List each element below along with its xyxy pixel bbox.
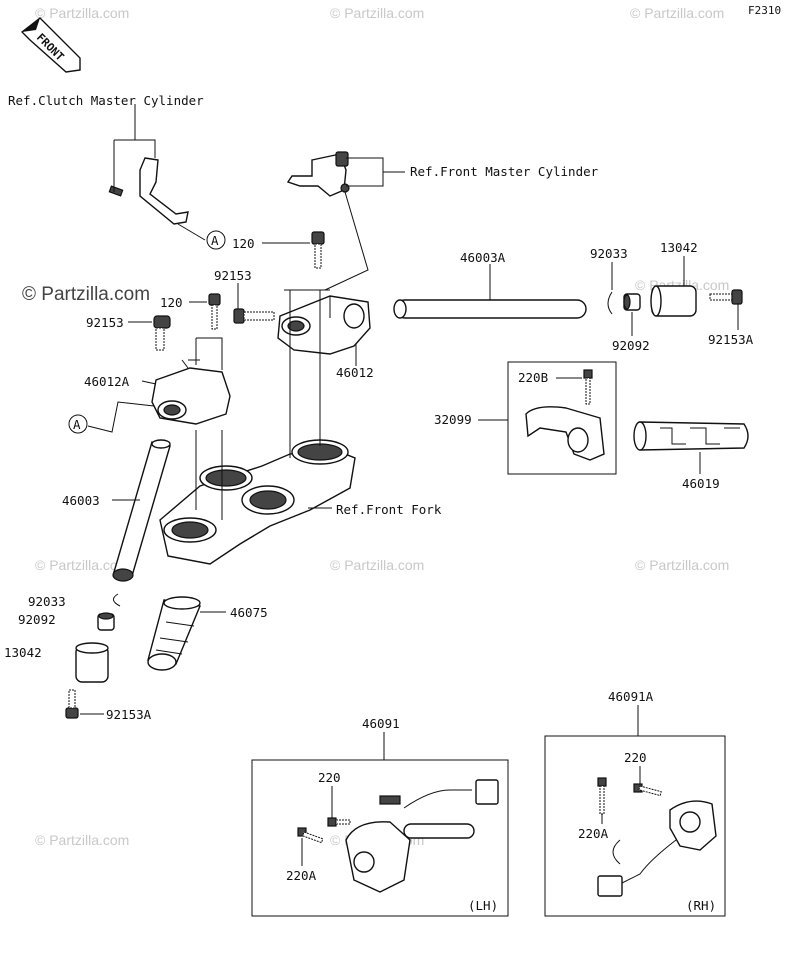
- callout-a-upper-letter: A: [211, 233, 219, 248]
- label-220-left: 220: [318, 770, 341, 785]
- label-13042-right: 13042: [660, 240, 698, 255]
- part-labels: Ref.Clutch Master Cylinder Ref.Front Mas…: [4, 93, 754, 913]
- grip-46075: [147, 596, 226, 671]
- bolt-120-top: [262, 231, 325, 269]
- label-92092-left: 92092: [18, 612, 56, 627]
- label-92092-right: 92092: [612, 338, 650, 353]
- handlebar-holder-46012: [277, 289, 371, 366]
- label-ref-front-fork: Ref.Front Fork: [336, 502, 442, 517]
- handlebar-holder-46012A: [141, 337, 231, 425]
- label-46012: 46012: [336, 365, 374, 380]
- label-220A-right: 220A: [578, 826, 609, 841]
- label-92033-left: 92033: [28, 594, 66, 609]
- front-master-bracket: [286, 151, 405, 291]
- label-220A-left: 220A: [286, 868, 317, 883]
- label-92153-b: 92153: [86, 315, 124, 330]
- switch-lh-46091: [251, 732, 509, 917]
- watermark-5: © Partzilla.com: [35, 557, 129, 573]
- circlip-92033-left: [113, 593, 121, 607]
- label-lh: (LH): [468, 898, 498, 913]
- label-220B: 220B: [518, 370, 548, 385]
- label-120-mid: 120: [160, 295, 183, 310]
- label-92153-a: 92153: [214, 268, 252, 283]
- bolt-92153-horizontal: [233, 283, 275, 324]
- weight-92092-right: [623, 293, 641, 336]
- upper-triple-clamp: [159, 290, 356, 565]
- switch-rh-46091A: [544, 705, 726, 917]
- label-46075: 46075: [230, 605, 268, 620]
- screw-92153A-left: [65, 689, 104, 719]
- label-92033-right: 92033: [590, 246, 628, 261]
- screw-92153A-right: [709, 289, 743, 330]
- label-46019: 46019: [682, 476, 720, 491]
- label-rh: (RH): [686, 898, 716, 913]
- watermark-8: © Partzilla.com: [35, 832, 129, 848]
- bar-end-13042-left: [75, 642, 109, 683]
- label-46012A: 46012A: [84, 374, 130, 389]
- label-ref-clutch: Ref.Clutch Master Cylinder: [8, 93, 204, 108]
- label-46091: 46091: [362, 716, 400, 731]
- label-92153A-left: 92153A: [106, 707, 152, 722]
- label-220-right: 220: [624, 750, 647, 765]
- callout-a-upper: A: [206, 230, 226, 250]
- handlebar-46003: [112, 439, 171, 582]
- bar-end-13042-right: [650, 256, 697, 317]
- watermark-3: © Partzilla.com: [630, 5, 724, 21]
- watermark-2: © Partzilla.com: [330, 5, 424, 21]
- callout-a-lower-letter: A: [73, 417, 81, 432]
- clutch-bracket: [108, 104, 206, 241]
- label-120-top: 120: [232, 236, 255, 251]
- callout-a-lower: A: [68, 401, 155, 434]
- label-13042-left: 13042: [4, 645, 42, 660]
- watermark-7: © Partzilla.com: [635, 557, 729, 573]
- grip-46019: [633, 421, 749, 474]
- watermark-main: © Partzilla.com: [22, 284, 150, 305]
- label-92153A-right: 92153A: [708, 332, 754, 347]
- label-32099: 32099: [434, 412, 472, 427]
- bolt-92153-left: [128, 315, 171, 351]
- weight-92092-left: [97, 612, 115, 631]
- label-46091A: 46091A: [608, 689, 654, 704]
- label-ref-front-master: Ref.Front Master Cylinder: [410, 164, 599, 179]
- throttle-housing-32099: [478, 361, 617, 475]
- bolt-120-mid: [189, 293, 221, 330]
- watermark-6: © Partzilla.com: [330, 557, 424, 573]
- circlip-92033-right: [607, 262, 613, 315]
- handlebar-46003A: [393, 264, 587, 319]
- front-arrow-icon: FRONT: [20, 17, 81, 73]
- label-46003: 46003: [62, 493, 100, 508]
- figure-code: F2310: [748, 4, 781, 17]
- label-46003A: 46003A: [460, 250, 506, 265]
- watermark-1: © Partzilla.com: [35, 5, 129, 21]
